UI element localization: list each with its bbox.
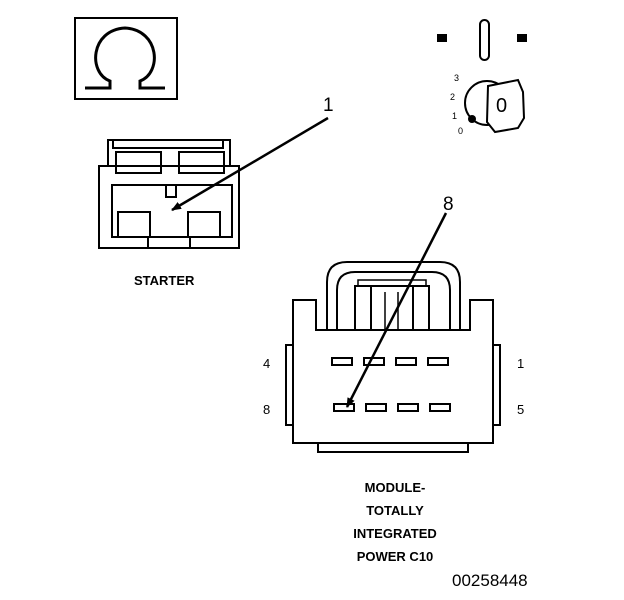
module-title-line-2: TOTALLY [366, 503, 424, 518]
ignition-position-2: 2 [450, 92, 456, 102]
module-callout-number: 8 [443, 194, 454, 215]
omega-ohm-symbol-icon [74, 17, 178, 100]
starter-callout-number: 1 [323, 95, 334, 116]
ignition-key-label: 0 [496, 95, 508, 117]
module-connector-c10 [285, 261, 501, 453]
module-title: MODULE- TOTALLY INTEGRATED POWER C10 [330, 476, 460, 568]
module-title-line-3: INTEGRATED [353, 526, 437, 541]
figure-number: 00258448 [452, 571, 528, 590]
starter-connector [98, 139, 240, 249]
ignition-key-switch-icon [437, 19, 527, 134]
module-title-line-1: MODULE- [364, 480, 426, 495]
ignition-position-0: 0 [458, 126, 464, 136]
ignition-position-3: 3 [454, 73, 460, 83]
pin-label-4: 4 [263, 356, 271, 371]
pin-label-1: 1 [517, 356, 525, 371]
ignition-position-1: 1 [452, 111, 458, 121]
pin-label-5: 5 [517, 402, 525, 417]
pin-label-8: 8 [263, 402, 271, 417]
starter-callout-arrow [171, 116, 329, 212]
starter-label: STARTER [134, 273, 195, 288]
module-callout-arrow [345, 212, 448, 408]
module-title-line-4: POWER C10 [356, 549, 434, 564]
